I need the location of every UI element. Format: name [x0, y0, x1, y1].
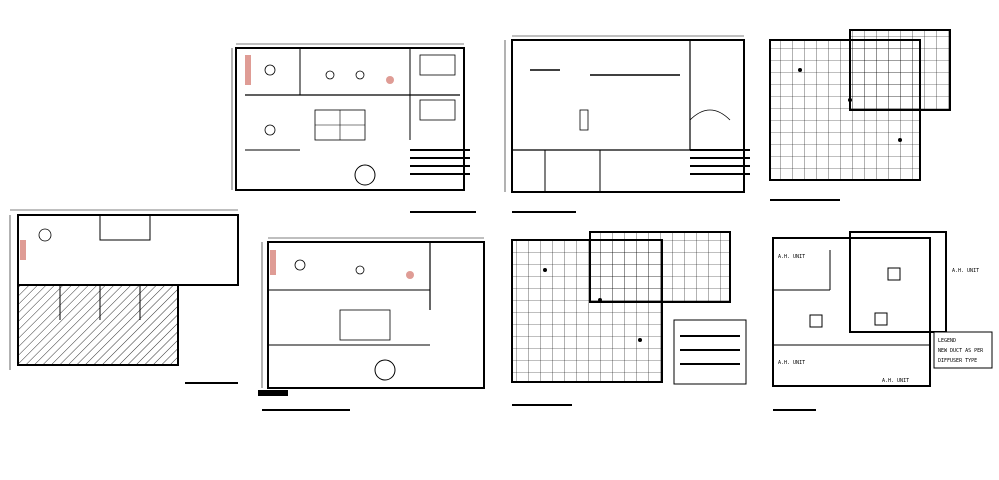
ceiling-grid-middle: [511, 231, 747, 406]
room-label-2: A.H. UNIT: [952, 268, 979, 274]
furniture-layout-middle: [258, 237, 485, 411]
room-label-3: A.H. UNIT: [778, 360, 805, 366]
hvac-plan-right: A.H. UNIT A.H. UNIT A.H. UNIT A.H. UNIT …: [772, 231, 993, 411]
legend-title: LEGEND: [938, 338, 956, 344]
legend-item-1: NEW DUCT AS PER: [938, 348, 984, 354]
room-label-1: A.H. UNIT: [778, 254, 805, 260]
furniture-layout-top: [231, 43, 476, 213]
open-plan-top: [504, 35, 750, 213]
existing-plan-left: [9, 209, 239, 384]
ceiling-grid-top: [769, 29, 951, 201]
room-label-4: A.H. UNIT: [882, 378, 909, 384]
legend-item-2: DIFFUSER TYPE: [938, 358, 977, 364]
